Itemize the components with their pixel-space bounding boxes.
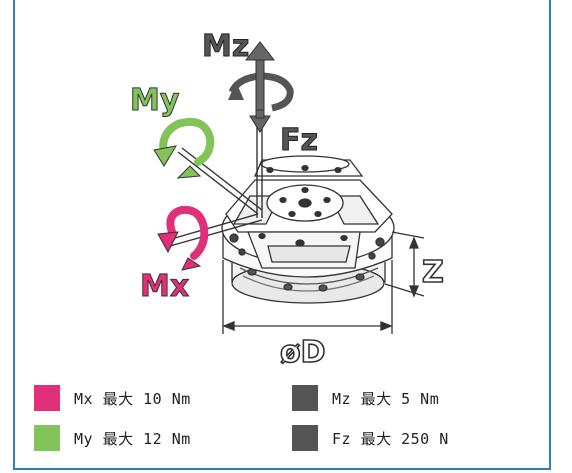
legend-text-mx: Mx 最大 10 Nm xyxy=(74,389,191,408)
fz-arrow xyxy=(249,103,271,133)
mz-label: Mz xyxy=(202,29,249,64)
z-dimension-label: Z xyxy=(422,255,444,290)
fz-label: Fz xyxy=(280,123,318,158)
axes xyxy=(167,120,263,247)
legend-swatch-my xyxy=(34,425,60,451)
legend-item-my: My 最大 12 Nm xyxy=(34,425,191,451)
legend-swatch-fz xyxy=(292,425,318,451)
my-rotation-arrow xyxy=(153,117,215,179)
gripper-body xyxy=(221,155,395,304)
legend-swatch-mz xyxy=(292,385,318,411)
mz-rotation-arrow xyxy=(228,41,294,112)
my-label: My xyxy=(130,83,180,118)
mx-rotation-arrow xyxy=(157,205,209,271)
legend-item-mx: Mx 最大 10 Nm xyxy=(34,385,191,411)
mx-label: Mx xyxy=(140,269,189,304)
legend-item-fz: Fz 最大 250 N xyxy=(292,425,449,451)
legend-swatch-mx xyxy=(34,385,60,411)
legend-text-my: My 最大 12 Nm xyxy=(74,429,191,448)
legend-item-mz: Mz 最大 5 Nm xyxy=(292,385,440,411)
d-dimension-label: øD xyxy=(280,335,326,370)
legend-text-fz: Fz 最大 250 N xyxy=(332,429,449,448)
legend-text-mz: Mz 最大 5 Nm xyxy=(332,389,440,408)
dimension-d xyxy=(222,260,393,334)
